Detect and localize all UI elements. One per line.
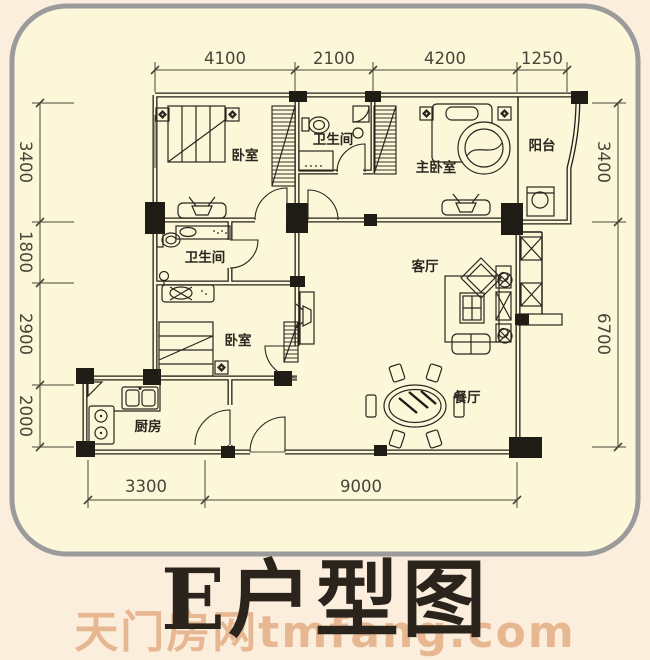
bathroom-top-fixtures bbox=[298, 105, 370, 172]
bedroom-bottom-furniture bbox=[158, 291, 315, 377]
card bbox=[9, 3, 641, 557]
room-label-bedroom-top: 卧室 bbox=[232, 147, 259, 164]
balcony-furniture bbox=[526, 186, 555, 217]
bedroom-top-furniture bbox=[155, 105, 296, 219]
room-label-kitchen: 厨房 bbox=[135, 418, 162, 435]
room-labels: 卧室 卫生间 主卧室 阳台 卫生间 客厅 卧室 厨房 餐厅 bbox=[135, 131, 556, 435]
dim-left-4: 2000 bbox=[16, 395, 35, 437]
living-room-furniture bbox=[444, 257, 513, 355]
master-bedroom-furniture bbox=[373, 103, 512, 216]
dim-left-1: 3400 bbox=[16, 141, 35, 183]
dim-bottom-2: 9000 bbox=[340, 477, 382, 496]
dim-top-4: 1250 bbox=[521, 49, 563, 68]
columns bbox=[76, 91, 588, 458]
dim-left-3: 2900 bbox=[16, 313, 35, 355]
watermark-text: 天门房网tmfang.com bbox=[74, 607, 576, 658]
dim-right-2: 6700 bbox=[594, 313, 613, 355]
room-label-bath-top: 卫生间 bbox=[313, 131, 354, 148]
dim-right-1: 3400 bbox=[594, 141, 613, 183]
vanity bbox=[161, 284, 215, 303]
plan-title: E户型图 bbox=[160, 550, 490, 649]
dimension-lines bbox=[32, 62, 626, 508]
dim-bottom-1: 3300 bbox=[125, 477, 167, 496]
dim-top-1: 4100 bbox=[204, 49, 246, 68]
room-label-dining: 餐厅 bbox=[453, 389, 481, 406]
walls bbox=[82, 92, 581, 455]
bathroom-mid-fixtures bbox=[156, 225, 231, 285]
room-label-bedroom-bottom: 卧室 bbox=[225, 332, 252, 349]
dimension-labels: 4100 2100 4200 1250 3400 1800 2900 2000 … bbox=[16, 49, 613, 496]
kitchen-fixtures bbox=[87, 381, 161, 445]
room-label-living: 客厅 bbox=[411, 258, 439, 275]
room-label-bath-mid: 卫生间 bbox=[185, 249, 226, 266]
dim-left-2: 1800 bbox=[16, 231, 35, 273]
room-label-balcony: 阳台 bbox=[529, 137, 556, 154]
room-label-master-bedroom: 主卧室 bbox=[416, 159, 457, 176]
dim-top-2: 2100 bbox=[313, 49, 355, 68]
dim-top-3: 4200 bbox=[424, 49, 466, 68]
doors bbox=[194, 143, 366, 453]
dining-furniture bbox=[365, 363, 465, 449]
